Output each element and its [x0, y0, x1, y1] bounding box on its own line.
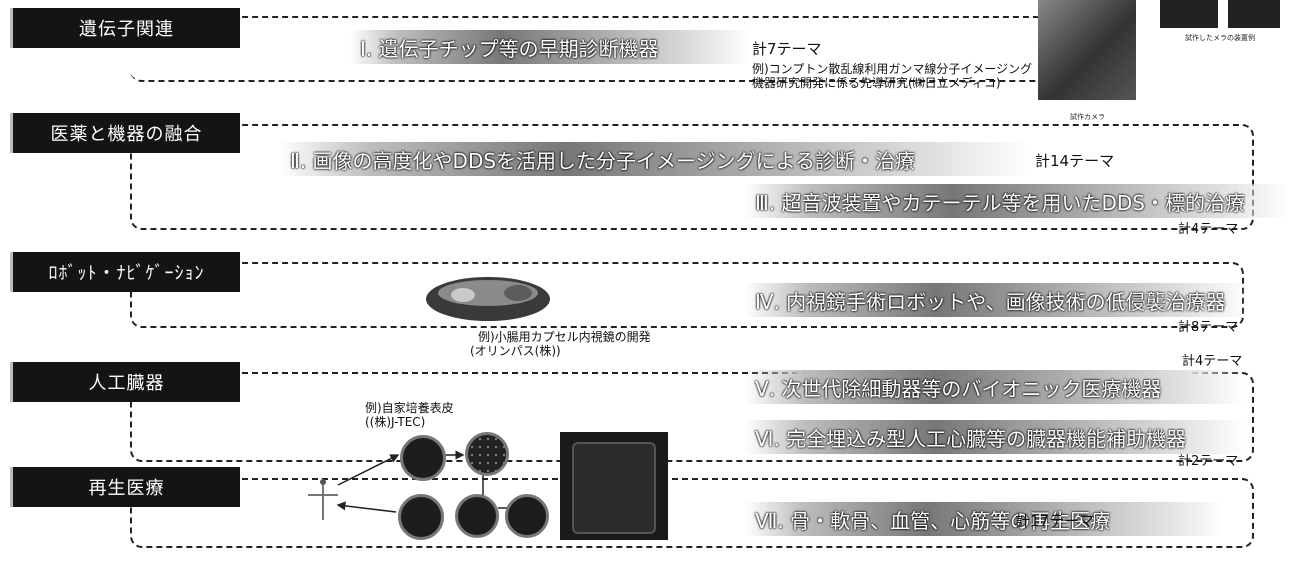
process-circle-5	[505, 494, 549, 538]
theme-4: Ⅳ. 内視鏡手術ロボットや、画像技術の低侵襲治療器	[745, 283, 1250, 317]
theme-4-count: 計8テーマ	[1178, 320, 1239, 335]
theme-5-count: 計4テーマ	[1182, 354, 1243, 369]
example-gene-line2: 機器研究開発に係る先導研究(㈱日立メディコ)	[752, 76, 1001, 90]
bracket-regen	[130, 478, 1254, 548]
device-photo-1	[1160, 0, 1218, 28]
example-skin-line1: 例)自家培養表皮	[365, 401, 454, 415]
theme-7: Ⅶ. 骨・軟骨、血管、心筋等の再生医療	[745, 502, 1225, 536]
device-photo-caption: 試作したメラの装置例	[1185, 34, 1255, 42]
gamma-camera-caption: 試作カメラ	[1070, 113, 1105, 121]
theme-1-count: 計7テーマ	[752, 40, 822, 58]
cultured-skin-process-diagram	[308, 450, 513, 520]
theme-1: Ⅰ. 遺伝子チップ等の早期診断機器	[350, 30, 750, 64]
category-gene-top: 遺伝子関連	[10, 8, 240, 48]
theme-2-count: 計14テーマ	[1035, 152, 1115, 170]
process-circle-1	[400, 435, 446, 481]
category-drug-device-top: 医薬と機器の融合	[10, 113, 240, 153]
process-circle-3	[398, 494, 444, 540]
device-photo-2	[1228, 0, 1280, 28]
capsule-endoscope-image	[426, 277, 550, 321]
category-robot-nav-top: ﾛﾎﾞｯﾄ・ﾅﾋﾞｹﾞｰｼｮﾝ	[10, 252, 240, 292]
theme-6: Ⅵ. 完全埋込み型人工心臓等の臓器機能補助機器	[745, 420, 1245, 454]
cultured-skin-sheet-photo	[560, 432, 668, 540]
theme-6-count: 計2テーマ	[1178, 454, 1239, 469]
category-artificial-organ-top: 人工臓器	[10, 362, 240, 402]
example-capsule-line1: 例)小腸用カプセル内視鏡の開発	[478, 330, 651, 344]
example-gene-line1: 例)コンプトン散乱線利用ガンマ線分子イメージング	[752, 62, 1033, 76]
bracket-drug	[130, 124, 1254, 230]
process-circle-4	[455, 494, 499, 538]
theme-7-count: 計17テーマ	[1015, 512, 1095, 530]
example-skin-line2: ((株)J-TEC)	[365, 415, 426, 429]
category-regenerative-top: 再生医療	[10, 467, 240, 507]
example-capsule-line2: (オリンパス(株))	[470, 344, 561, 358]
bracket-organ	[130, 372, 1254, 462]
theme-3-count: 計4テーマ	[1178, 222, 1239, 237]
process-circle-2	[465, 432, 509, 476]
theme-5: Ⅴ. 次世代除細動器等のバイオニック医療機器	[745, 370, 1245, 404]
gamma-camera-photo	[1038, 0, 1136, 100]
theme-2: Ⅱ. 画像の高度化やDDSを活用した分子イメージングによる診断・治療	[280, 142, 1030, 176]
theme-3: Ⅲ. 超音波装置やカテーテル等を用いたDDS・標的治療	[745, 184, 1290, 218]
